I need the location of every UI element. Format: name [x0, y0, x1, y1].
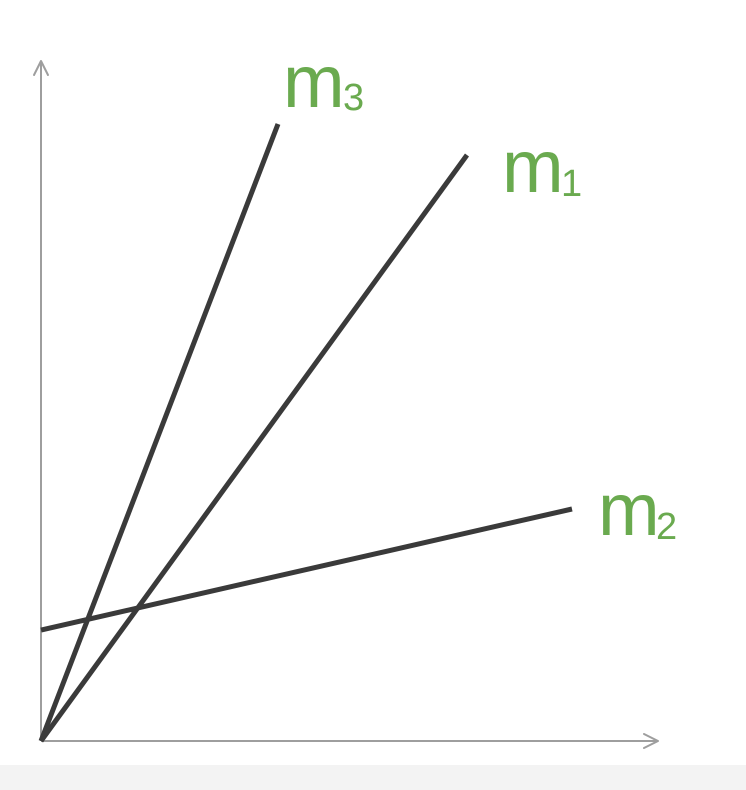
label-m1-base: m [502, 125, 564, 208]
x-axis-arrowhead [643, 733, 659, 749]
line-m3 [38, 123, 281, 742]
line-m1 [38, 153, 470, 743]
label-m2: m 2 [598, 468, 677, 551]
label-m3-subscript: 3 [343, 77, 364, 119]
label-m1-subscript: 1 [561, 163, 582, 205]
label-m3-base: m [283, 40, 345, 123]
label-m3: m 3 [283, 40, 364, 123]
label-m2-base: m [598, 468, 660, 551]
y-axis-arrowhead [33, 60, 49, 76]
label-m2-subscript: 2 [656, 506, 677, 548]
label-m1: m 1 [502, 125, 582, 208]
line-m2 [40, 506, 573, 633]
bottom-band [0, 765, 746, 790]
